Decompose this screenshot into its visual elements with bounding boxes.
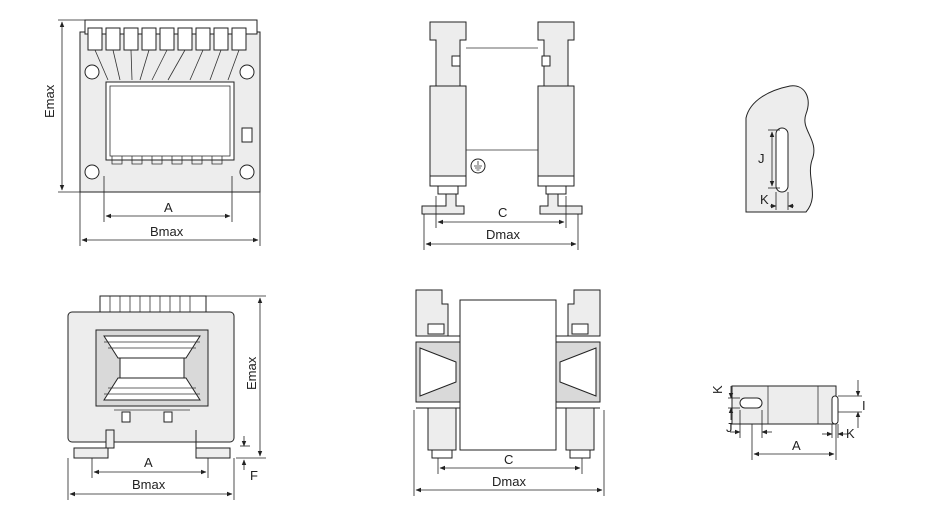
a-label-2: A (144, 455, 153, 470)
bmax-label: Bmax (150, 224, 184, 239)
terminal-pins (87, 27, 247, 51)
view-bottom-right: K J I K A (710, 380, 866, 460)
c-label-2: C (504, 452, 513, 467)
a-label: A (164, 200, 173, 215)
i-right-label: I (862, 398, 866, 413)
core-block (459, 299, 557, 451)
k-left-label: K (710, 385, 725, 394)
bottom-pins (111, 156, 223, 165)
view-top-right: J K (745, 85, 815, 213)
c-label: C (498, 205, 507, 220)
slot-right (831, 395, 839, 425)
mounting-slot (775, 127, 789, 193)
j-left-label: J (726, 420, 733, 435)
a-label-3: A (792, 438, 801, 453)
lead-wires (94, 49, 240, 81)
j-label: J (758, 151, 765, 166)
f-label: F (250, 468, 258, 483)
slot-left (739, 397, 763, 409)
dmax-label: Dmax (486, 227, 520, 242)
emax-label: Emax (42, 84, 57, 118)
bmax-label-2: Bmax (132, 477, 166, 492)
view-top-middle: C Dmax (421, 21, 583, 250)
view-top-left: Emax A Bmax (42, 19, 261, 246)
view-bottom-middle: C Dmax (413, 289, 605, 496)
dmax-label-2: Dmax (492, 474, 526, 489)
mount-hole (239, 64, 255, 80)
emax-label-2: Emax (244, 356, 259, 390)
k-right-label: K (846, 426, 855, 441)
core-window (105, 81, 235, 161)
mount-hole (84, 64, 100, 80)
view-bottom-left: Emax F A Bmax (67, 295, 266, 500)
mount-hole (239, 164, 255, 180)
mount-hole (84, 164, 100, 180)
k-label: K (760, 192, 769, 207)
